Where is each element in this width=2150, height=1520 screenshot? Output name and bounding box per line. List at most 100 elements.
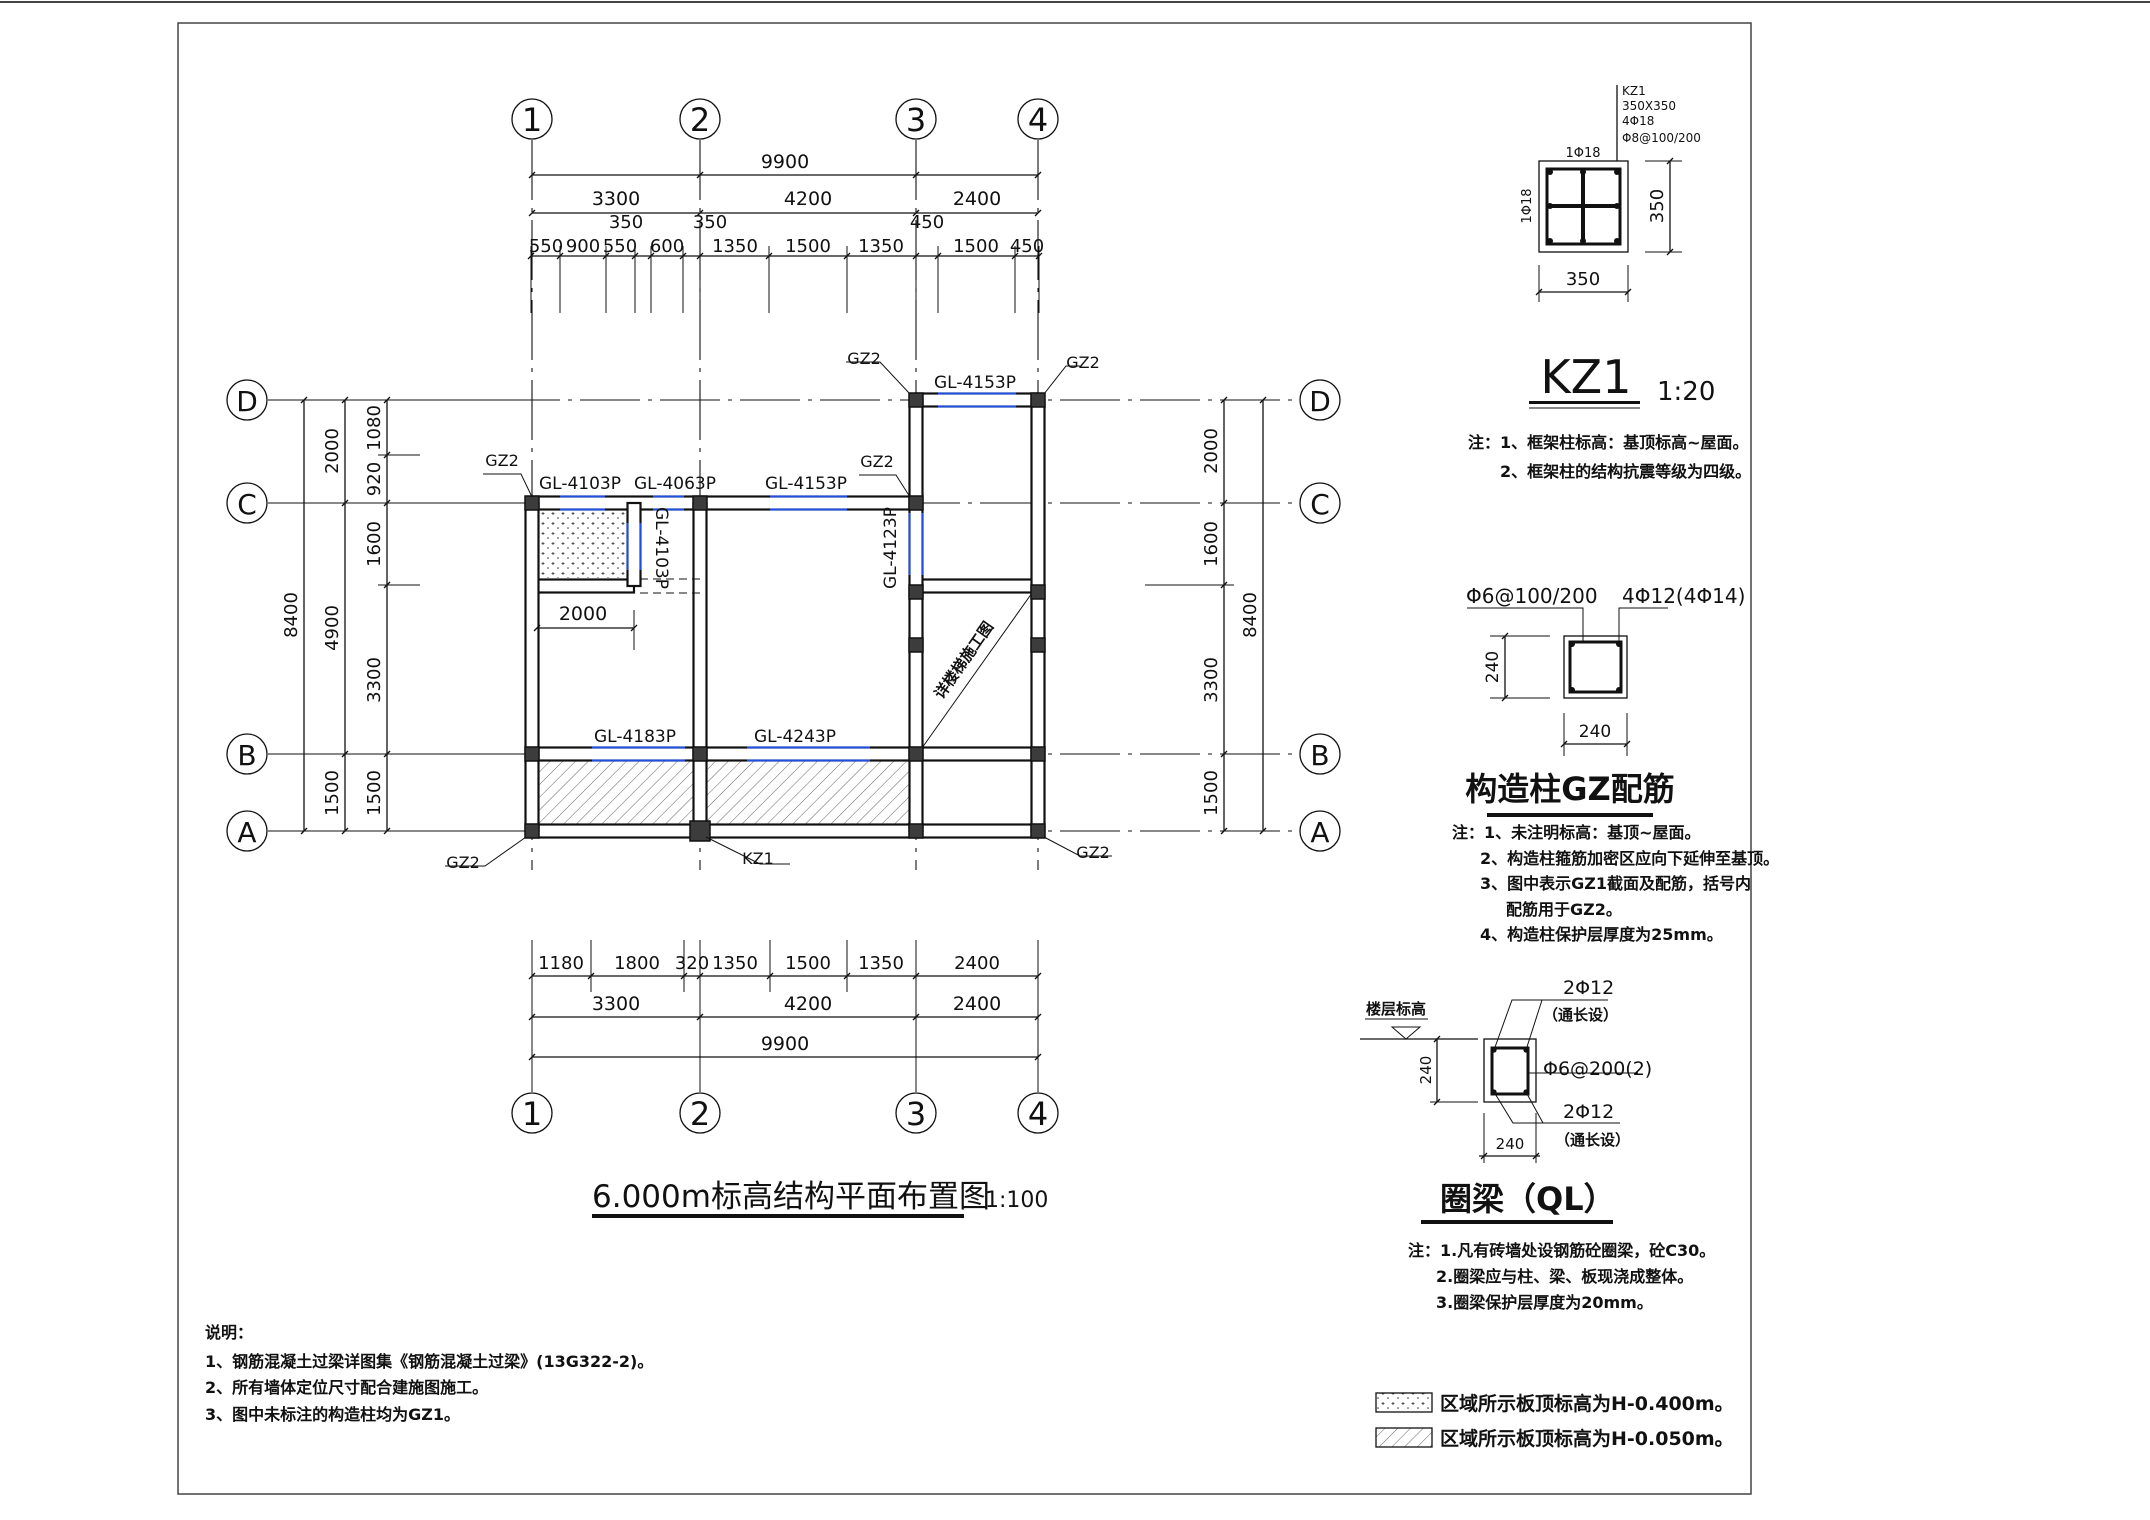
legend-swatch-hatch bbox=[1375, 1427, 1433, 1448]
axis-bubble-1 bbox=[511, 98, 553, 140]
dim-detail-top: 1500 bbox=[785, 236, 831, 257]
dimension-tick bbox=[1433, 1098, 1441, 1106]
kz1-title: KZ1 bbox=[1541, 350, 1632, 404]
kz1-rebar bbox=[1614, 169, 1620, 175]
wall bbox=[914, 392, 1040, 408]
dim-mid-left: 4900 bbox=[322, 605, 343, 651]
gz-bars-label: 4Φ12(4Φ14) bbox=[1622, 584, 1745, 608]
gz-note: 配筋用于GZ2。 bbox=[1506, 900, 1622, 919]
dim-detail-right: 1500 bbox=[1201, 770, 1222, 816]
ql-top-bars: 2Φ12 bbox=[1563, 977, 1614, 999]
dim-detail-bottom: 1350 bbox=[712, 953, 758, 974]
wall bbox=[1030, 398, 1046, 833]
dimension-tick bbox=[1034, 1013, 1042, 1021]
axis-bubble-row bbox=[226, 733, 268, 775]
structural-column-gz bbox=[1030, 392, 1046, 408]
kz1-note: 注：1、框架柱标高：基顶标高~屋面。 bbox=[1468, 433, 1749, 452]
dimension-tick bbox=[1220, 827, 1228, 835]
gz-title: 构造柱GZ配筋 bbox=[1465, 770, 1674, 808]
dim-detail-top: 350 bbox=[693, 212, 727, 233]
ql-dim-v: 240 bbox=[1417, 1056, 1435, 1085]
ql-title: 圈梁（QL） bbox=[1440, 1180, 1616, 1218]
gz-note: 4、构造柱保护层厚度为25mm。 bbox=[1480, 925, 1723, 944]
axis-label-row: D bbox=[236, 385, 258, 418]
dimension-tick bbox=[1624, 288, 1632, 296]
axis-bubble-4 bbox=[1017, 1092, 1059, 1134]
ql-leader bbox=[1493, 999, 1608, 1051]
ql-top-note: （通长设） bbox=[1543, 1006, 1618, 1024]
dim-detail-top: 1500 bbox=[953, 236, 999, 257]
dimension-tick bbox=[341, 750, 349, 758]
gz-dim-v: 240 bbox=[1483, 651, 1503, 683]
kz1-dim-v: 350 bbox=[1647, 189, 1668, 223]
dim-detail-top: 450 bbox=[910, 212, 944, 233]
dim-bay-bottom: 3300 bbox=[592, 993, 640, 1015]
dimension-tick bbox=[383, 396, 391, 404]
kz1-rebar bbox=[1547, 169, 1553, 175]
label-leader bbox=[859, 474, 911, 498]
ql-level-label: 楼层标高 bbox=[1366, 1000, 1426, 1018]
axis-label-4: 4 bbox=[1028, 101, 1048, 139]
dimension-tick bbox=[1220, 750, 1228, 758]
lintel-label: GL-4123P bbox=[881, 507, 901, 589]
ql-stirrup-label: Φ6@200(2) bbox=[1543, 1058, 1652, 1080]
kz1-rebar bbox=[1580, 238, 1586, 244]
gz-rebar bbox=[1569, 641, 1575, 647]
axis-label-row: C bbox=[237, 488, 257, 521]
axis-bubble-4 bbox=[1017, 98, 1059, 140]
label-leader bbox=[705, 836, 790, 865]
ql-note: 3.圈梁保护层厚度为20mm。 bbox=[1436, 1293, 1653, 1312]
gz-leader bbox=[1618, 607, 1668, 642]
plan-scale: 1:100 bbox=[985, 1188, 1048, 1213]
ql-leader bbox=[1525, 1091, 1544, 1124]
dim-detail-left: 1080 bbox=[364, 405, 385, 451]
dimension-tick bbox=[1220, 499, 1228, 507]
dimension-tick bbox=[1532, 1152, 1540, 1160]
structural-column-gz bbox=[1030, 584, 1046, 600]
dim-detail-bottom: 1800 bbox=[614, 953, 660, 974]
dimension-tick bbox=[1480, 1152, 1488, 1160]
dim-detail-top: 1350 bbox=[858, 236, 904, 257]
ql-note: 注：1.凡有砖墙处设钢筋砼圈梁，砼C30。 bbox=[1408, 1241, 1715, 1260]
axis-label-4: 4 bbox=[1028, 1095, 1048, 1133]
axis-bubble-1 bbox=[511, 1092, 553, 1134]
gz-note: 3、图中表示GZ1截面及配筋，括号内 bbox=[1480, 874, 1751, 893]
frame-column-kz1 bbox=[689, 820, 711, 842]
axis-bubble-row bbox=[226, 379, 268, 421]
dimension-tick bbox=[696, 209, 704, 217]
kz1-dim-h: 350 bbox=[1566, 269, 1600, 290]
dim-total-left: 8400 bbox=[281, 592, 302, 638]
general-note: 3、图中未标注的构造柱均为GZ1。 bbox=[205, 1405, 460, 1424]
kz1-title-underline bbox=[1529, 401, 1640, 404]
structural-column-gz bbox=[692, 495, 708, 511]
gz-rebar bbox=[1569, 687, 1575, 693]
lintel-label: GL-4103P bbox=[651, 507, 671, 589]
stair-diagonal bbox=[921, 592, 1033, 749]
dim-detail-right: 3300 bbox=[1201, 657, 1222, 703]
dim-detail-left: 1500 bbox=[364, 770, 385, 816]
dim-detail-bottom: 1180 bbox=[538, 953, 584, 974]
dimension-tick bbox=[1623, 740, 1631, 748]
plan-title: 6.000m标高结构平面布置图 bbox=[592, 1179, 990, 1215]
dimension-tick bbox=[383, 827, 391, 835]
axis-bubble-3 bbox=[895, 1092, 937, 1134]
kz1-callout: Φ8@100/200 bbox=[1622, 131, 1701, 145]
floor-plan bbox=[226, 85, 1682, 1448]
gz-rebar bbox=[1616, 641, 1622, 647]
column-label: GZ2 bbox=[860, 452, 894, 471]
gz-stirrup bbox=[1568, 640, 1623, 694]
wall bbox=[908, 398, 924, 833]
axis-label-1: 1 bbox=[522, 1095, 542, 1133]
dim-detail-bottom: 2400 bbox=[954, 953, 1000, 974]
kz1-rebar bbox=[1614, 238, 1620, 244]
axis-label-row: B bbox=[1310, 739, 1329, 772]
dimension-tick bbox=[1259, 827, 1267, 835]
legend-swatch-dots bbox=[1375, 1392, 1433, 1413]
structural-column-gz bbox=[524, 495, 540, 511]
dimension-tick bbox=[341, 396, 349, 404]
ql-bottom-note: （通长设） bbox=[1555, 1131, 1630, 1149]
structural-column-gz bbox=[1030, 637, 1046, 653]
wall bbox=[530, 746, 1040, 762]
notes-heading: 说明： bbox=[205, 1323, 253, 1342]
